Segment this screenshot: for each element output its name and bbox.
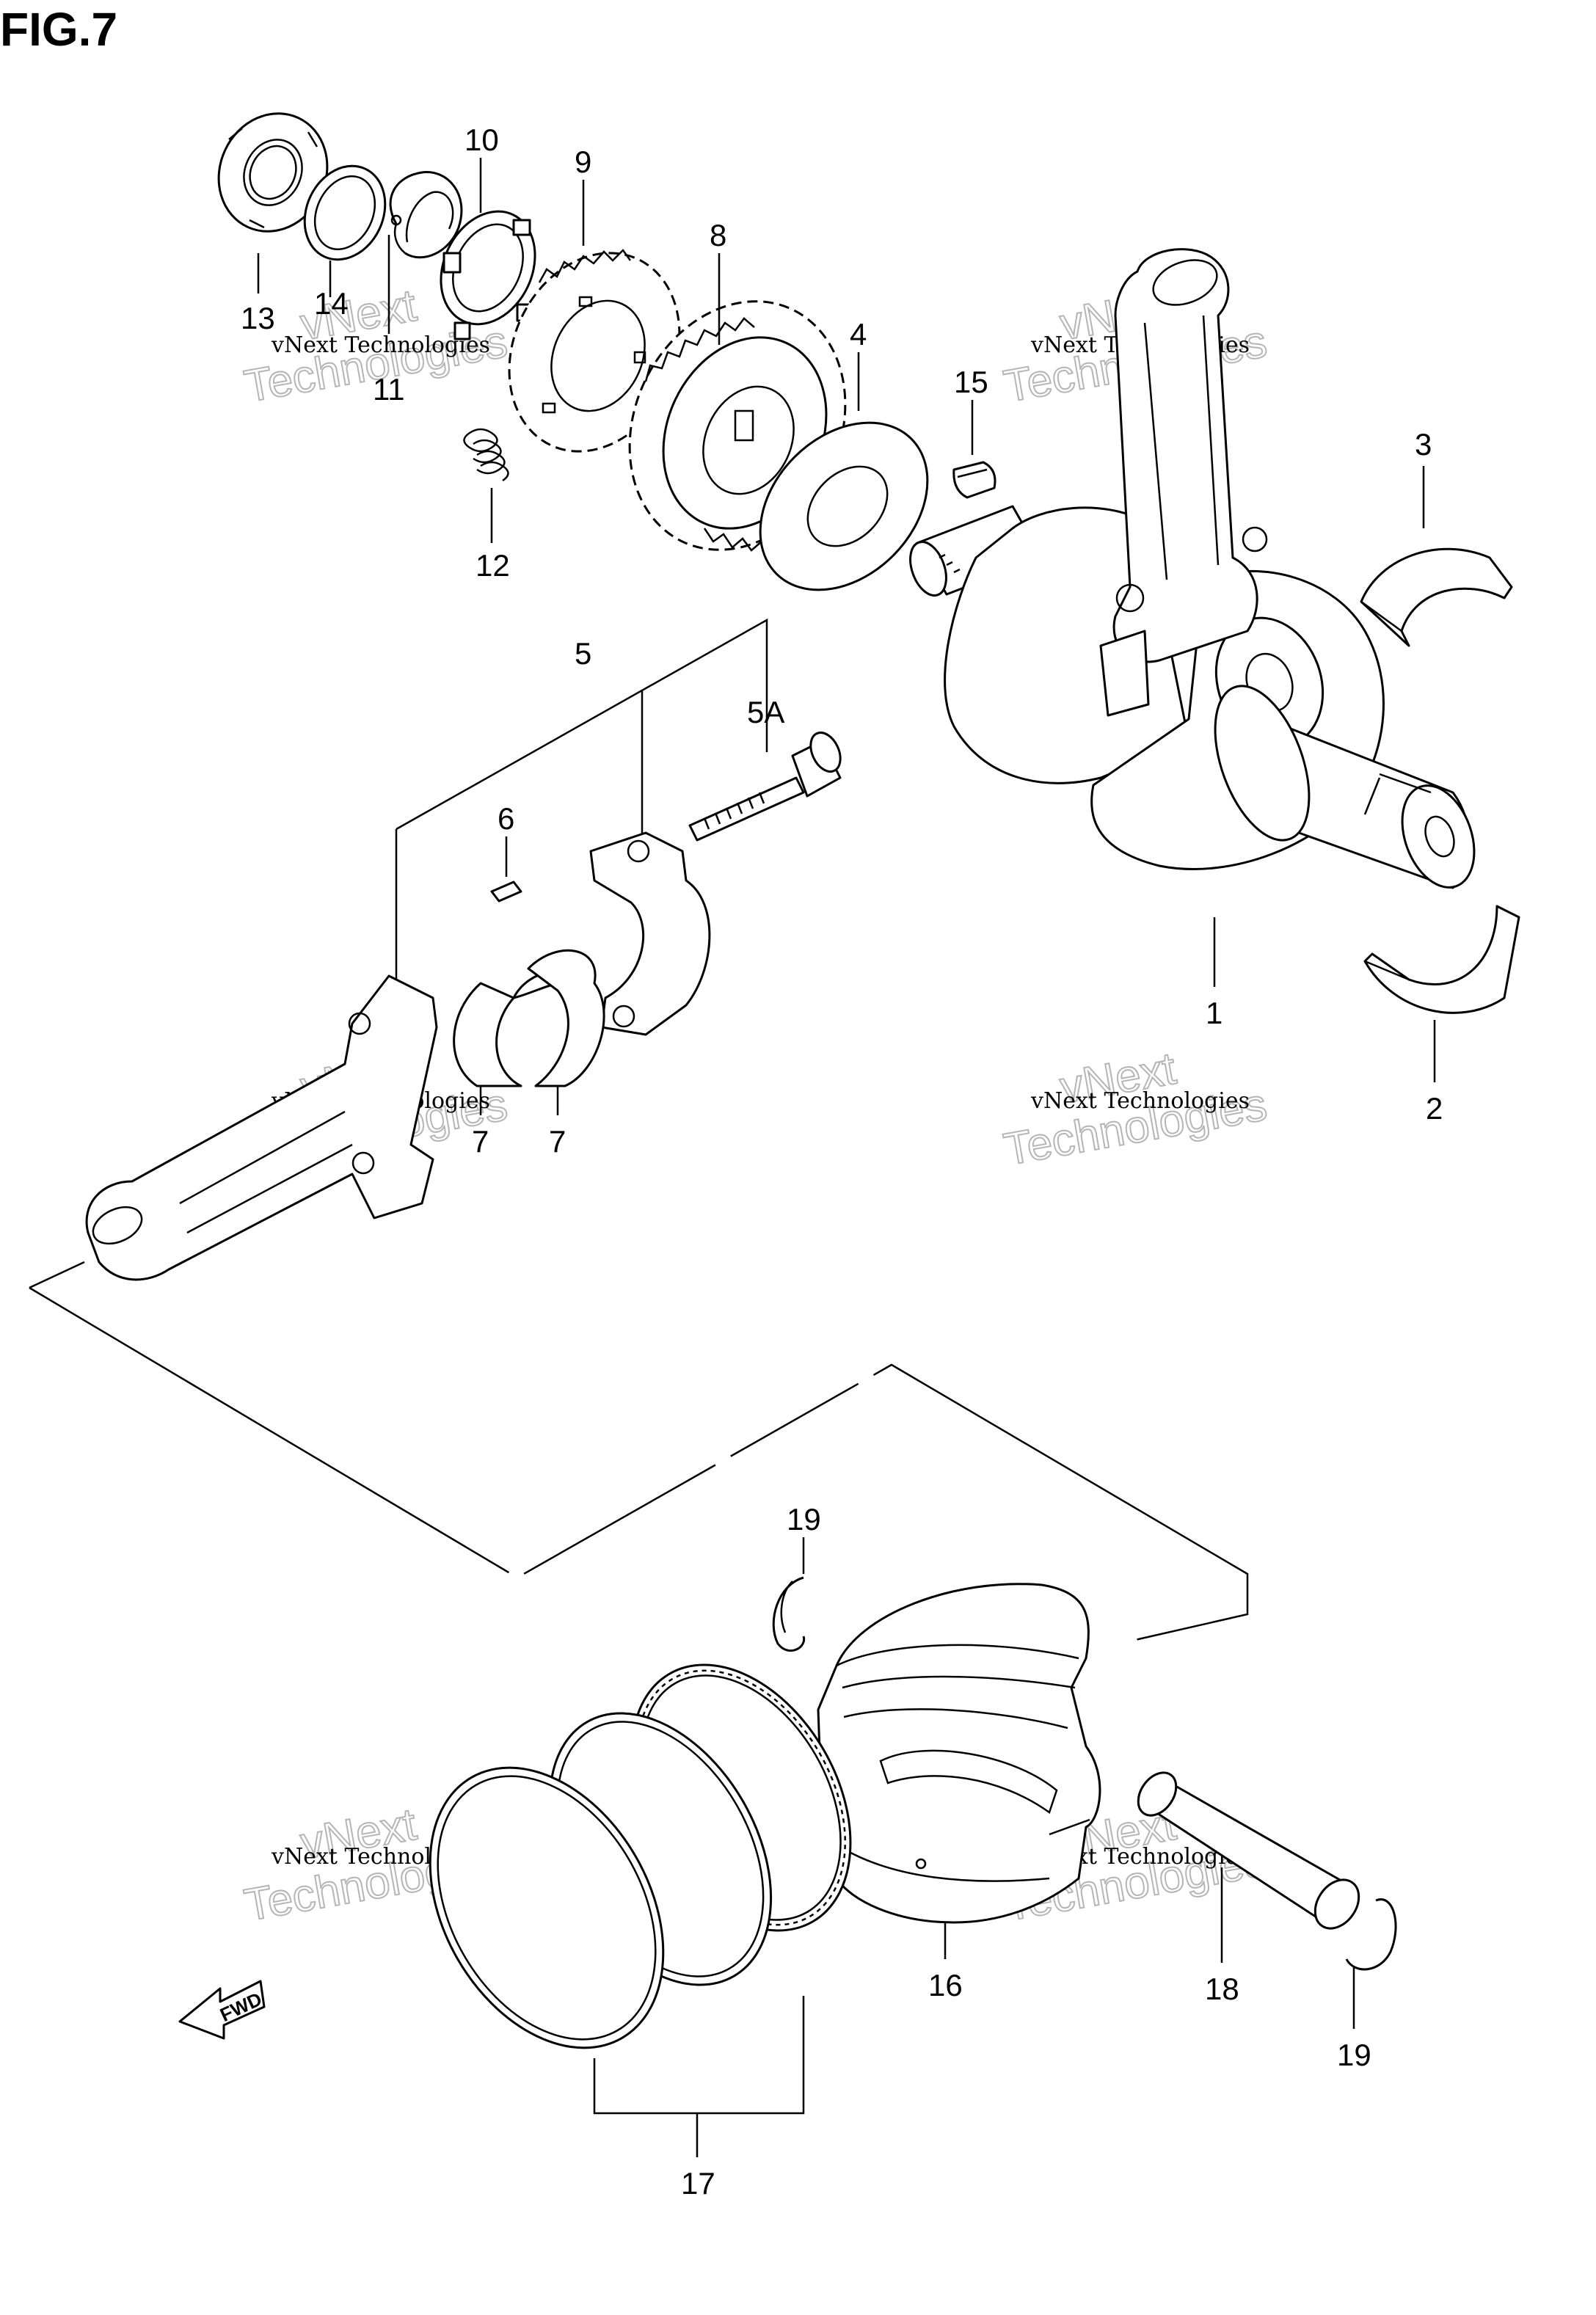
fwd-direction-marker: FWD <box>178 1980 266 2040</box>
part-11-circlip <box>389 171 463 259</box>
callout-10: 10 <box>464 123 499 157</box>
part-16-piston <box>817 1583 1101 1924</box>
part-7-bearing-right <box>527 949 605 1087</box>
conrod <box>85 974 438 1281</box>
callout-5: 5 <box>575 636 591 671</box>
callout-18: 18 <box>1205 1972 1239 2006</box>
callouts: 13 14 11 10 9 8 4 15 12 3 5 5A 6 7 7 1 2… <box>241 123 1443 2201</box>
part-3-bearing-shell <box>1360 547 1513 647</box>
callout-8: 8 <box>710 218 726 252</box>
part-15-key <box>952 461 996 499</box>
part-6-pin <box>490 881 522 903</box>
leader-lines <box>257 158 1436 2157</box>
callout-4: 4 <box>850 317 867 351</box>
part-1-crankshaft <box>909 248 1476 889</box>
part-13-nut <box>217 112 329 233</box>
callout-16: 16 <box>928 1968 963 2002</box>
watermark-small-text: vNext Technologies <box>1030 1088 1250 1114</box>
part-12-spring <box>463 428 509 482</box>
conrod-cap <box>589 831 711 1036</box>
callout-17: 17 <box>681 2166 715 2201</box>
callout-19-right: 19 <box>1337 2038 1371 2072</box>
figure-title: FIG.7 <box>0 3 117 56</box>
callout-1: 1 <box>1206 996 1222 1030</box>
callout-19-top: 19 <box>787 1502 821 1536</box>
part-19-clip-top <box>772 1576 806 1652</box>
piston-group-bracket <box>29 1261 1249 1645</box>
callout-9: 9 <box>575 145 591 179</box>
callout-12: 12 <box>475 548 510 583</box>
part-5a-bolt <box>688 732 842 842</box>
callout-15: 15 <box>954 365 988 399</box>
part-18-piston-pin <box>1137 1771 1360 1930</box>
part-10-tab-washer <box>440 210 536 340</box>
part-14-washer <box>303 164 387 261</box>
part-19-clip-right <box>1345 1898 1397 1971</box>
part-4-washer <box>759 421 929 591</box>
callout-7-right: 7 <box>549 1124 566 1159</box>
callout-5a: 5A <box>747 695 784 729</box>
callout-11: 11 <box>373 372 405 407</box>
part-2-bearing-shell <box>1363 905 1520 1014</box>
callout-2: 2 <box>1426 1091 1443 1126</box>
callout-3: 3 <box>1415 427 1432 462</box>
callout-14: 14 <box>314 286 349 321</box>
part-17-ring-oil <box>429 1766 665 2049</box>
part-5-conrod-group-bracket <box>395 618 768 983</box>
watermark-small-text: vNext Technologies <box>271 332 490 358</box>
callout-7-left: 7 <box>472 1124 489 1159</box>
callout-6: 6 <box>498 801 514 836</box>
callout-13: 13 <box>241 301 275 335</box>
